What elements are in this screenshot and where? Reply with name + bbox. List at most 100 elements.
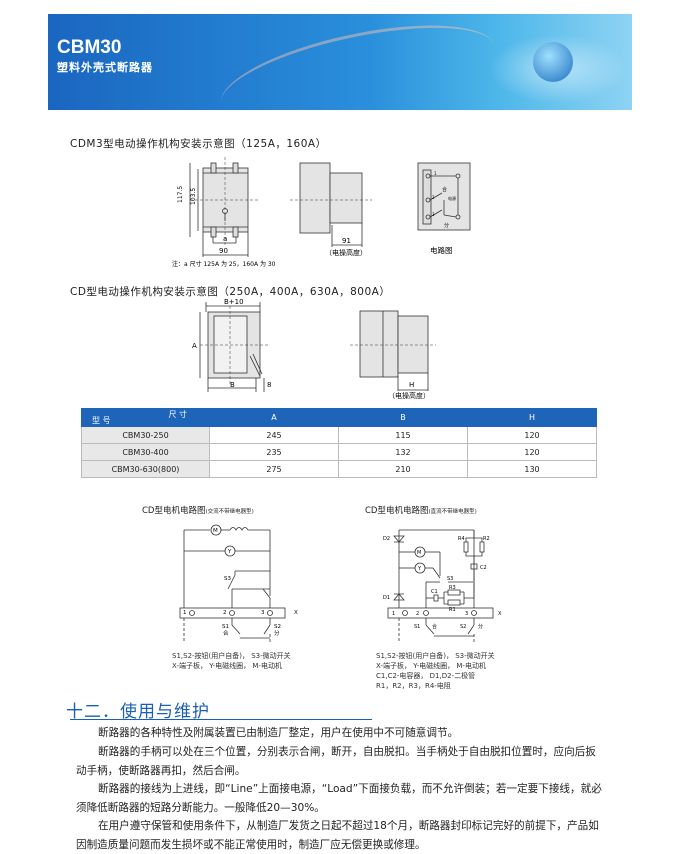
open-label: 分 <box>444 222 449 229</box>
cell-b: 132 <box>338 443 468 461</box>
product-subtitle: 塑料外壳式断路器 <box>57 61 153 74</box>
table-corner-header: 尺 寸 型 号 <box>81 408 210 427</box>
open-label: 分 <box>478 623 483 630</box>
cell-a: 235 <box>209 443 339 461</box>
model-cell: CBM30-250 <box>81 426 210 444</box>
s3-label: S3 <box>224 576 231 582</box>
dim-b: B <box>230 381 235 389</box>
dc-circuit-diagram: D2 D1 M Y S3 R4 R2 C2 C1 R3 R1 1 2 3 X S… <box>383 529 502 643</box>
terminal-3-label: 3 <box>432 212 435 217</box>
s1-label: S1 <box>222 624 229 630</box>
height-label: （电操高度） <box>388 391 430 400</box>
dim-h: H <box>409 381 414 389</box>
s1-label: S1 <box>414 624 420 630</box>
dc-circuit-title-text: CD型电机电路图 <box>365 506 429 516</box>
cell-b: 210 <box>338 460 468 478</box>
terminal-1-label: 1 <box>434 171 437 176</box>
terminal-3-label: 3 <box>465 611 468 617</box>
dim-117-5: 117.5 <box>177 186 184 203</box>
height-label: （电操高度） <box>325 248 367 257</box>
r3-label: R3 <box>449 585 456 591</box>
r1-label: R1 <box>449 607 456 613</box>
model-cell: CBM30-630(800) <box>81 460 210 478</box>
terminal-3-label: 3 <box>261 610 265 616</box>
dimension-table: 尺 寸 型 号 A B H CBM30-250 245 115 120 CBM3… <box>81 408 597 478</box>
dim-a: A <box>192 342 197 350</box>
cell-h: 120 <box>467 443 597 461</box>
c1-label: C1 <box>431 589 438 595</box>
cdm3-install-diagram: 117.5 103.5 a 90 注：a 尺寸 125A 为 25，160A 为… <box>172 157 471 268</box>
dim-91: 91 <box>342 237 351 245</box>
terminal-2-label: 2 <box>432 195 435 200</box>
s2-label: S2 <box>274 624 281 630</box>
cell-h: 130 <box>467 460 597 478</box>
terminal-board-label: X <box>294 610 298 616</box>
column-header-b: B <box>338 408 468 427</box>
ac-circuit-title: CD型电机电路图(交流不带继电器型) <box>142 504 254 516</box>
legend-line: X-端子板， Y-电磁线圈， M-电动机 <box>376 662 486 670</box>
dc-circuit-legend: S1,S2-按钮(用户自备)， S3-微动开关 X-端子板， Y-电磁线圈， M… <box>376 651 495 691</box>
coil-label: Y <box>417 566 422 572</box>
d2-label: D2 <box>383 536 390 542</box>
circuit-caption: 电路图 <box>430 245 453 255</box>
dim-a: a <box>223 235 227 243</box>
cell-h: 120 <box>467 426 597 444</box>
dc-circuit-title: CD型电机电路图(直流不带继电器型) <box>365 504 477 516</box>
globe-icon <box>533 42 573 82</box>
dc-circuit-title-note: (直流不带继电器型) <box>428 509 477 515</box>
terminal-board-label: X <box>498 611 502 617</box>
s2-label: S2 <box>460 624 466 630</box>
corner-model-label: 型 号 <box>92 416 111 425</box>
paragraph: 在用户遵守保管和使用条件下，从制造厂发货之日起不超过18个月，断路器封印标记完好… <box>76 820 599 851</box>
paragraph: 断路器的各种特性及附属装置已由制造厂整定，用户在使用中不可随意调节。 <box>98 727 459 739</box>
section1-title: CDM3型电动操作机构安装示意图（125A，160A） <box>70 138 327 150</box>
section2-title: CD型电动操作机构安装示意图（250A，400A，630A，800A） <box>70 286 391 298</box>
cell-a: 245 <box>209 426 339 444</box>
cell-a: 275 <box>209 460 339 478</box>
dim-103-5: 103.5 <box>190 188 197 205</box>
legend-line: C1,C2-电容器， D1,D2-二极管 <box>376 672 476 680</box>
ac-circuit-legend: S1,S2-按钮(用户自备)， S3-微动开关 X-端子板， Y-电磁线圈， M… <box>172 651 291 671</box>
dim-8: 8 <box>267 381 271 389</box>
terminal-2-label: 2 <box>223 610 227 616</box>
close-label: 合 <box>442 186 447 193</box>
cell-b: 115 <box>338 426 468 444</box>
terminal-1-label: 1 <box>392 611 395 617</box>
ac-circuit-diagram: M Y S3 1 2 3 X S1 合 S2 分 <box>179 524 298 643</box>
table-row: CBM30-400 235 132 120 <box>81 443 597 461</box>
product-title: CBM30 <box>57 37 122 58</box>
ac-circuit-title-note: (交流不带继电器型) <box>205 509 254 515</box>
header-banner <box>48 14 632 110</box>
dim-90: 90 <box>219 247 228 255</box>
d1-label: D1 <box>383 595 390 601</box>
column-header-h: H <box>467 408 597 427</box>
column-header-a: A <box>209 408 339 427</box>
banner-swoosh-decoration <box>212 14 504 110</box>
motor-label: M <box>213 528 218 534</box>
legend-line: S1,S2-按钮(用户自备)， S3-微动开关 <box>376 652 495 660</box>
coil-label: Y <box>227 549 232 555</box>
legend-line: X-端子板， Y-电磁线圈， M-电动机 <box>172 662 282 670</box>
paragraph: 断路器的接线为上进线，即“Line”上面接电源，“Load”下面接负载，而不允许… <box>76 783 602 814</box>
legend-line: S1,S2-按钮(用户自备)， S3-微动开关 <box>172 652 291 660</box>
dim-b-plus-10: B+10 <box>224 298 244 306</box>
r4-label: R4 <box>458 536 465 542</box>
table-row: CBM30-250 245 115 120 <box>81 426 597 444</box>
legend-line: R1，R2，R3，R4-电阻 <box>376 682 451 690</box>
model-cell: CBM30-400 <box>81 443 210 461</box>
open-label: 分 <box>274 629 280 637</box>
heading-underline <box>70 719 372 720</box>
corner-size-label: 尺 寸 <box>168 410 187 419</box>
table-header-row: 尺 寸 型 号 A B H <box>81 408 597 427</box>
cd-install-diagram: B+10 A B 8 H （电操高度） <box>192 298 436 400</box>
ac-circuit-title-text: CD型电机电路图 <box>142 506 206 516</box>
c2-label: C2 <box>480 565 487 571</box>
terminal-2-label: 2 <box>416 611 419 617</box>
motor-label: M <box>417 550 421 556</box>
close-label: 合 <box>432 623 437 630</box>
close-label: 合 <box>223 629 229 637</box>
maintenance-heading: 十二．使用与维护 <box>66 702 210 722</box>
paragraph: 断路器的手柄可以处在三个位置，分别表示合闸，断开，自由脱扣。当手柄处于自由脱扣位… <box>76 746 596 777</box>
s3-label: S3 <box>447 576 453 582</box>
table-row: CBM30-630(800) 275 210 130 <box>81 460 597 478</box>
